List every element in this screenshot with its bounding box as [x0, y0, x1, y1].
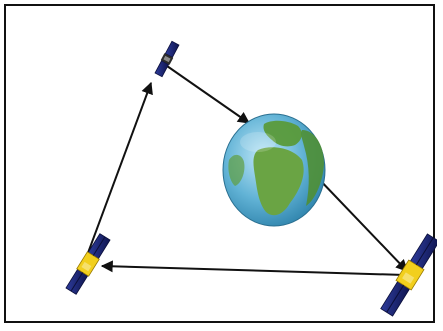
diagram-frame: [4, 4, 435, 323]
satellite-relay-diagram: [6, 6, 437, 325]
link-arrow-top-to-earth: [167, 66, 249, 123]
link-arrow-right-to-left: [102, 266, 405, 275]
satellite-left-icon: [65, 233, 111, 295]
link-arrow-left-to-top: [85, 83, 151, 261]
link-arrow-earth-to-right: [316, 176, 407, 271]
earth-globe-icon: [223, 114, 325, 226]
